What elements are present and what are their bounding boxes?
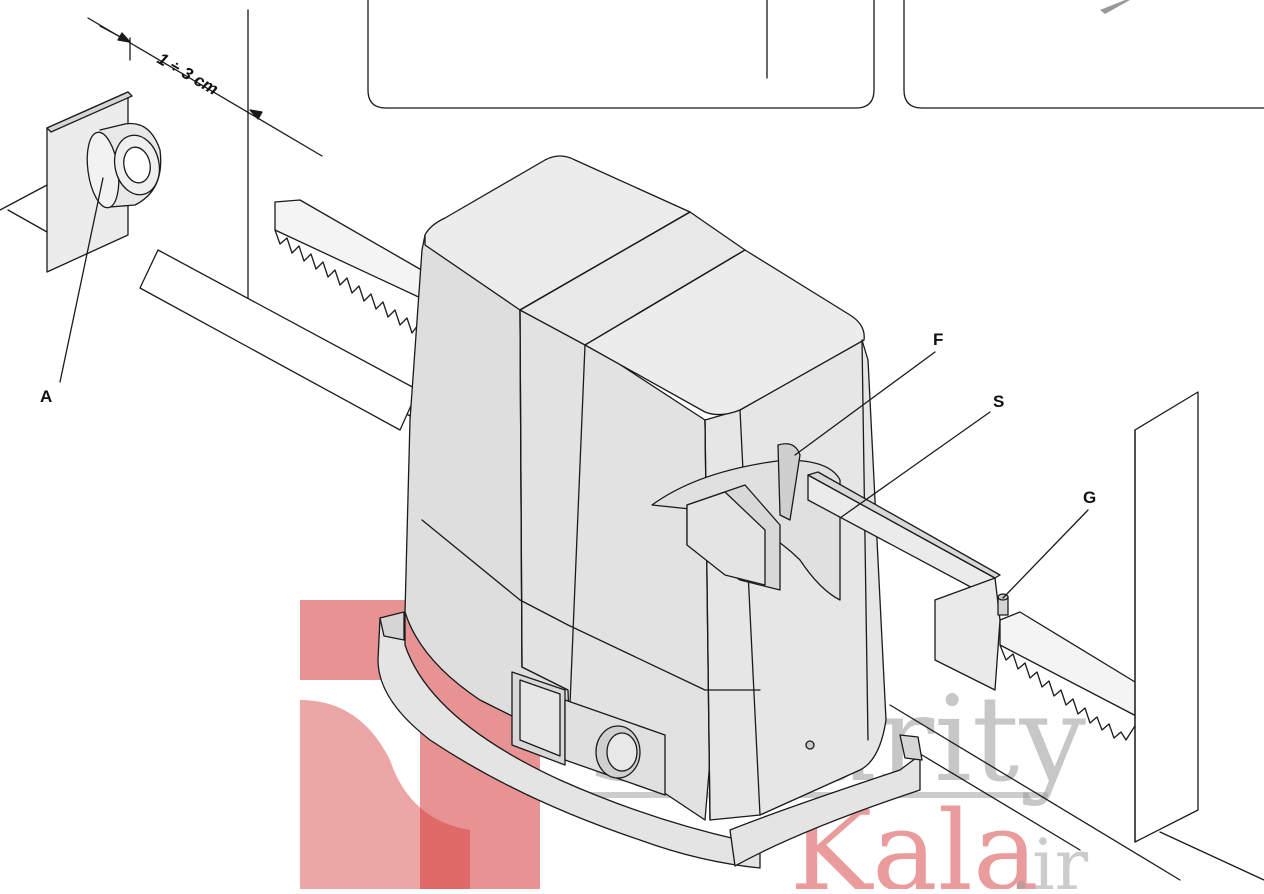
watermark-suffix: .ir bbox=[1010, 824, 1089, 889]
detail-frame-right bbox=[903, 0, 1264, 109]
detail-frame-left bbox=[367, 0, 875, 109]
leader-lines bbox=[59, 177, 1089, 599]
dimension-lines bbox=[87, 17, 323, 157]
label-a: A bbox=[40, 387, 52, 406]
dimension-label: 1 ÷ 3 cm bbox=[154, 49, 222, 99]
bracket-g bbox=[934, 577, 1009, 691]
screw-icon bbox=[805, 740, 815, 750]
motor-base-plate bbox=[377, 611, 923, 869]
ground-rail-right bbox=[889, 704, 1264, 881]
label-f: F bbox=[933, 330, 943, 349]
gate-post-right bbox=[1134, 391, 1199, 843]
label-s: S bbox=[993, 392, 1004, 411]
limit-switch-assembly bbox=[651, 443, 841, 601]
mechanical-stop-a bbox=[0, 91, 162, 273]
motor-housing bbox=[404, 155, 887, 821]
gear-rack-left bbox=[274, 199, 426, 334]
label-g: G bbox=[1083, 488, 1096, 507]
release-panel bbox=[511, 671, 815, 796]
limit-plate-s bbox=[807, 471, 1001, 601]
